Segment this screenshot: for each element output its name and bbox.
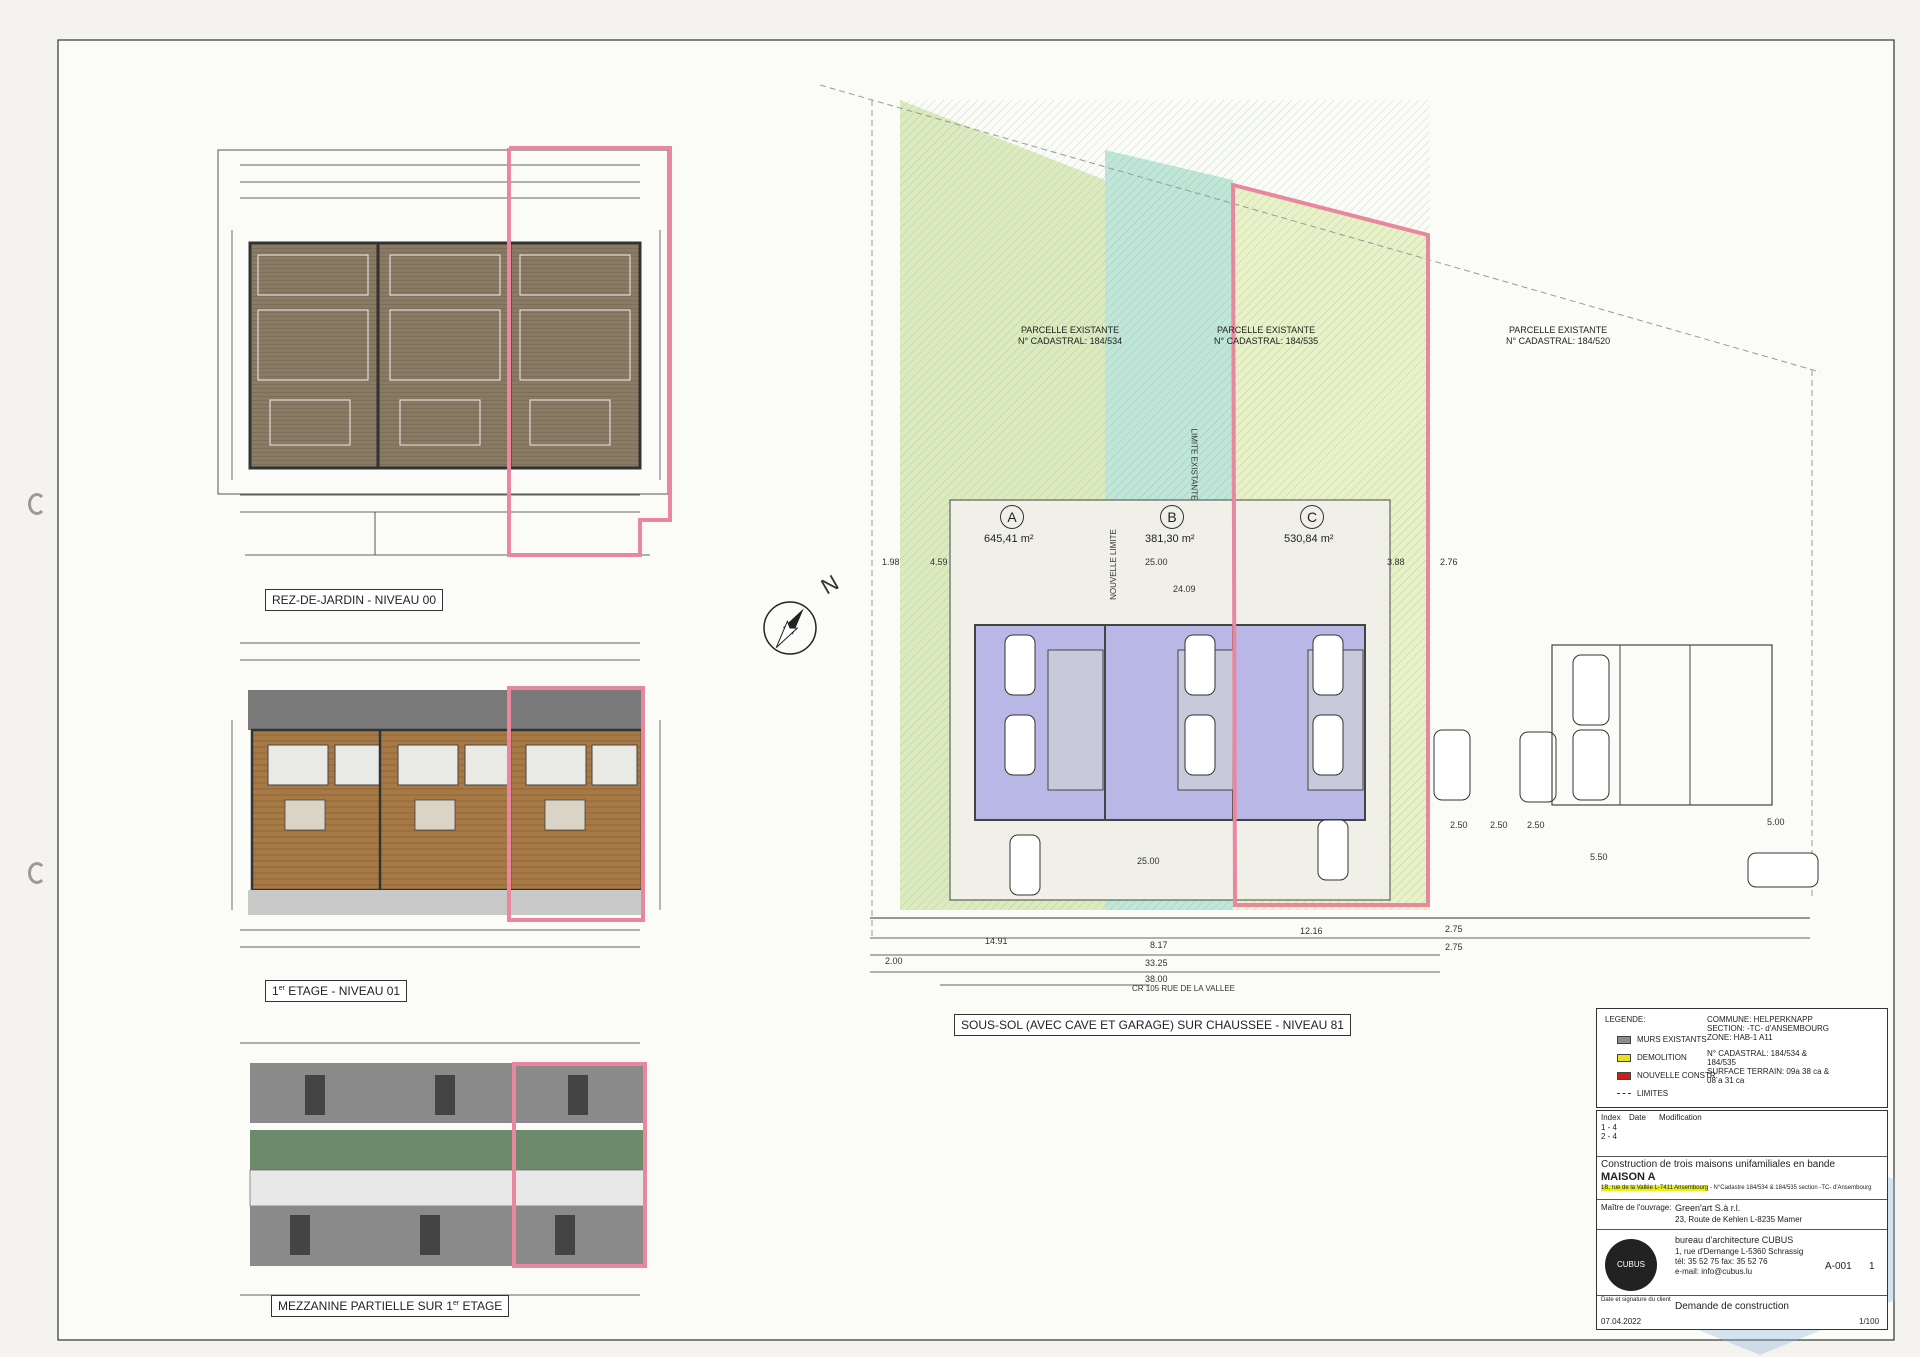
dim-label: 38.00 xyxy=(1145,974,1168,984)
lot-b-badge: B xyxy=(1160,505,1184,529)
lot-c-area: 530,84 m² xyxy=(1284,533,1334,545)
phase-label: Demande de construction xyxy=(1675,1301,1789,1312)
lot-a-badge: A xyxy=(1000,505,1024,529)
dim-label: 2.50 xyxy=(1490,820,1508,830)
gray-swatch-icon xyxy=(1617,1035,1631,1044)
mezzanine-title: MEZZANINE PARTIELLE SUR 1er ETAGE xyxy=(271,1295,510,1317)
cubus-logo: CUBUS xyxy=(1605,1239,1657,1291)
lot-c-badge: C xyxy=(1300,505,1324,529)
dim-label: 5.50 xyxy=(1590,852,1608,862)
binder-hole-icon xyxy=(28,862,46,884)
dim-label: 14.91 xyxy=(985,936,1008,946)
lot-b-area: 381,30 m² xyxy=(1145,533,1195,545)
north-arrow-icon xyxy=(763,601,817,655)
dim-label: 33.25 xyxy=(1145,958,1168,968)
binder-hole-icon xyxy=(28,493,46,515)
plan-date: 07.04.2022 xyxy=(1601,1317,1642,1326)
etage-title: 1er ETAGE - NIVEAU 01 xyxy=(265,980,408,1002)
dash-line-icon xyxy=(1617,1093,1631,1095)
project-title: Construction de trois maisons unifamilia… xyxy=(1601,1159,1836,1170)
dim-label: 12.16 xyxy=(1300,926,1323,936)
dim-label: 2.75 xyxy=(1445,942,1463,952)
dim-label: 3.88 xyxy=(1387,557,1405,567)
nouvelle-limite-label: NOUVELLE LIMITE xyxy=(1108,529,1118,600)
project-address: 1B, rue de la Vallée L-7411 Ansembourg -… xyxy=(1601,1185,1872,1191)
road-label: CR 105 RUE DE LA VALLEE xyxy=(1132,984,1236,993)
legend-item: LIMITES xyxy=(1617,1089,1668,1098)
legend-item: DEMOLITION xyxy=(1617,1053,1687,1062)
dim-label: 2.76 xyxy=(1440,557,1458,567)
legend-item: NOUVELLE CONSTR. xyxy=(1617,1071,1718,1080)
yellow-swatch-icon xyxy=(1617,1053,1631,1062)
limite-existante-label: LIMITE EXISTANTE xyxy=(1189,428,1199,501)
rez-de-jardin-plan xyxy=(217,146,672,557)
dim-label: 1.98 xyxy=(882,557,900,567)
dim-label: 2.75 xyxy=(1445,924,1463,934)
dim-label: 25.00 xyxy=(1145,557,1168,567)
dim-label: 2.50 xyxy=(1450,820,1468,830)
dim-label: 2.50 xyxy=(1527,820,1545,830)
plan-number: A-001 xyxy=(1825,1261,1852,1272)
title-block: Index Date Modification 1 - 4 2 - 4 Cons… xyxy=(1596,1110,1888,1330)
red-swatch-icon xyxy=(1617,1071,1631,1080)
legend-panel: LEGENDE: MURS EXISTANTS DEMOLITION NOUVE… xyxy=(1596,1008,1888,1108)
dim-label: 4.59 xyxy=(930,557,948,567)
dim-label: 2.00 xyxy=(885,956,903,966)
sous-sol-title: SOUS-SOL (AVEC CAVE ET GARAGE) SUR CHAUS… xyxy=(954,1014,1351,1036)
plan-index: 1 xyxy=(1869,1261,1875,1272)
mezzanine-plan xyxy=(240,1042,647,1296)
project-subtitle: MAISON A xyxy=(1601,1171,1656,1183)
rez-de-jardin-title: REZ-DE-JARDIN - NIVEAU 00 xyxy=(265,589,444,611)
dim-label: 8.17 xyxy=(1150,940,1168,950)
dim-label: 24.09 xyxy=(1173,584,1196,594)
dim-label: 25.00 xyxy=(1137,856,1160,866)
site-plan xyxy=(819,84,1821,986)
lot-a-area: 645,41 m² xyxy=(984,533,1034,545)
premier-etage-plan xyxy=(231,642,661,948)
scale-label: 1/100 xyxy=(1859,1317,1880,1326)
legend-item: MURS EXISTANTS xyxy=(1617,1035,1707,1044)
dim-label: 5.00 xyxy=(1767,817,1785,827)
